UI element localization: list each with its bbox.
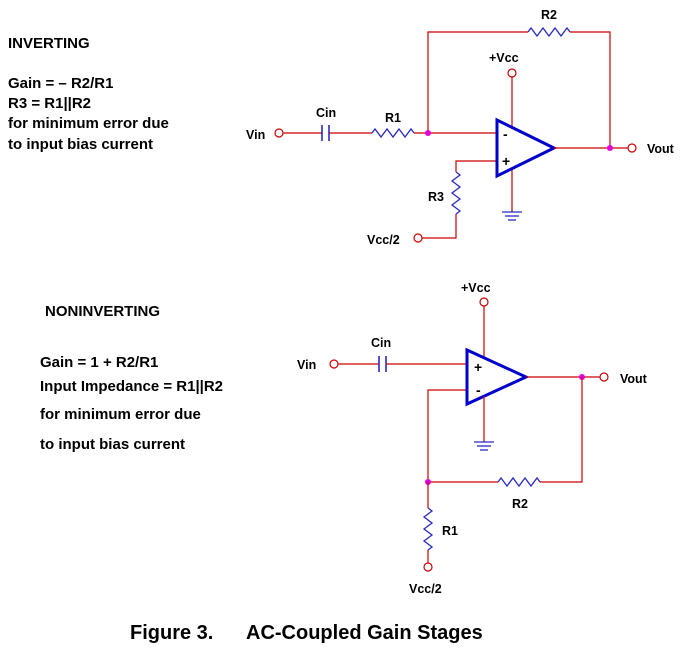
- inverting-feedback-wire-left: [427, 31, 528, 133]
- noninverting-r1-label: R1: [442, 524, 458, 538]
- inverting-summing-node: [425, 130, 431, 136]
- noninverting-vcc-half-terminal: [423, 562, 433, 572]
- noninverting-minus-input-wire: [427, 389, 467, 482]
- noninverting-vout-label: Vout: [620, 372, 648, 386]
- inverting-cin-capacitor: [321, 125, 330, 141]
- inverting-gain-formula: Gain = – R2/R1: [8, 75, 113, 92]
- inverting-r2-resistor: [527, 26, 571, 38]
- noninverting-vin-terminal: [329, 359, 339, 369]
- inverting-note-line-2: to input bias current: [8, 136, 153, 153]
- inverting-r3-bias-wire: [422, 214, 457, 239]
- noninverting-vcc-label: +Vcc: [461, 281, 491, 295]
- noninverting-gain-formula: Gain = 1 + R2/R1: [40, 354, 158, 371]
- inverting-vin-terminal: [274, 128, 284, 138]
- noninverting-impedance-formula: Input Impedance = R1||R2: [40, 378, 223, 395]
- noninverting-opamp: [465, 347, 530, 407]
- inverting-plus-input-wire: [455, 160, 497, 172]
- noninverting-opamp-minus-sign: -: [476, 382, 481, 398]
- noninverting-r1-resistor: [422, 507, 434, 551]
- inverting-r3-formula: R3 = R1||R2: [8, 95, 91, 112]
- inverting-ground-symbol: [502, 211, 522, 221]
- noninverting-r2-label: R2: [512, 497, 528, 511]
- figure-number: Figure 3.: [130, 622, 213, 644]
- inverting-feedback-wire-right: [570, 31, 611, 148]
- noninverting-note-line-2: to input bias current: [40, 436, 185, 453]
- inverting-vout-terminal: [627, 143, 637, 153]
- noninverting-text-block: NONINVERTING Gain = 1 + R2/R1 Input Impe…: [40, 303, 223, 453]
- inverting-opamp-minus-sign: -: [503, 126, 508, 142]
- inverting-r3-resistor: [450, 171, 462, 215]
- noninverting-ground-symbol: [474, 441, 494, 451]
- noninverting-vcc-half-label: Vcc/2: [409, 582, 442, 596]
- inverting-heading: INVERTING: [8, 35, 90, 52]
- noninverting-vin-label: Vin: [297, 358, 316, 372]
- inverting-r1-resistor: [371, 127, 415, 139]
- noninverting-vcc-terminal: [479, 297, 489, 307]
- noninverting-cin-capacitor: [378, 356, 387, 372]
- inverting-circuit: R2 +Vcc Vin Cin R1 R3 Vcc/2: [246, 8, 675, 247]
- noninverting-opamp-plus-sign: +: [474, 359, 482, 375]
- inverting-vout-label: Vout: [647, 142, 675, 156]
- noninverting-r2-resistor: [497, 476, 541, 488]
- inverting-output-node: [607, 145, 613, 151]
- inverting-r2-label: R2: [541, 8, 557, 22]
- inverting-cin-label: Cin: [316, 106, 336, 120]
- inverting-vcc-label: +Vcc: [489, 51, 519, 65]
- inverting-vcc-terminal: [507, 68, 517, 78]
- noninverting-vout-terminal: [599, 372, 609, 382]
- inverting-vin-label: Vin: [246, 128, 265, 142]
- figure-title: AC-Coupled Gain Stages: [246, 622, 483, 644]
- inverting-text-block: INVERTING Gain = – R2/R1 R3 = R1||R2 for…: [8, 35, 169, 153]
- inverting-r3-label: R3: [428, 190, 444, 204]
- noninverting-cin-label: Cin: [371, 336, 391, 350]
- inverting-opamp-plus-sign: +: [502, 153, 510, 169]
- inverting-vcc-half-label: Vcc/2: [367, 233, 400, 247]
- figure-caption: Figure 3. AC-Coupled Gain Stages: [130, 622, 483, 644]
- inverting-vcc-half-terminal: [413, 233, 423, 243]
- noninverting-feedback-wire-right: [540, 377, 583, 483]
- inverting-opamp: [495, 117, 558, 179]
- noninverting-heading: NONINVERTING: [45, 303, 160, 320]
- noninverting-note-line-1: for minimum error due: [40, 406, 201, 423]
- inverting-note-line-1: for minimum error due: [8, 115, 169, 132]
- noninverting-circuit: +Vcc Vin Cin + - Vout: [297, 281, 648, 596]
- inverting-r1-label: R1: [385, 111, 401, 125]
